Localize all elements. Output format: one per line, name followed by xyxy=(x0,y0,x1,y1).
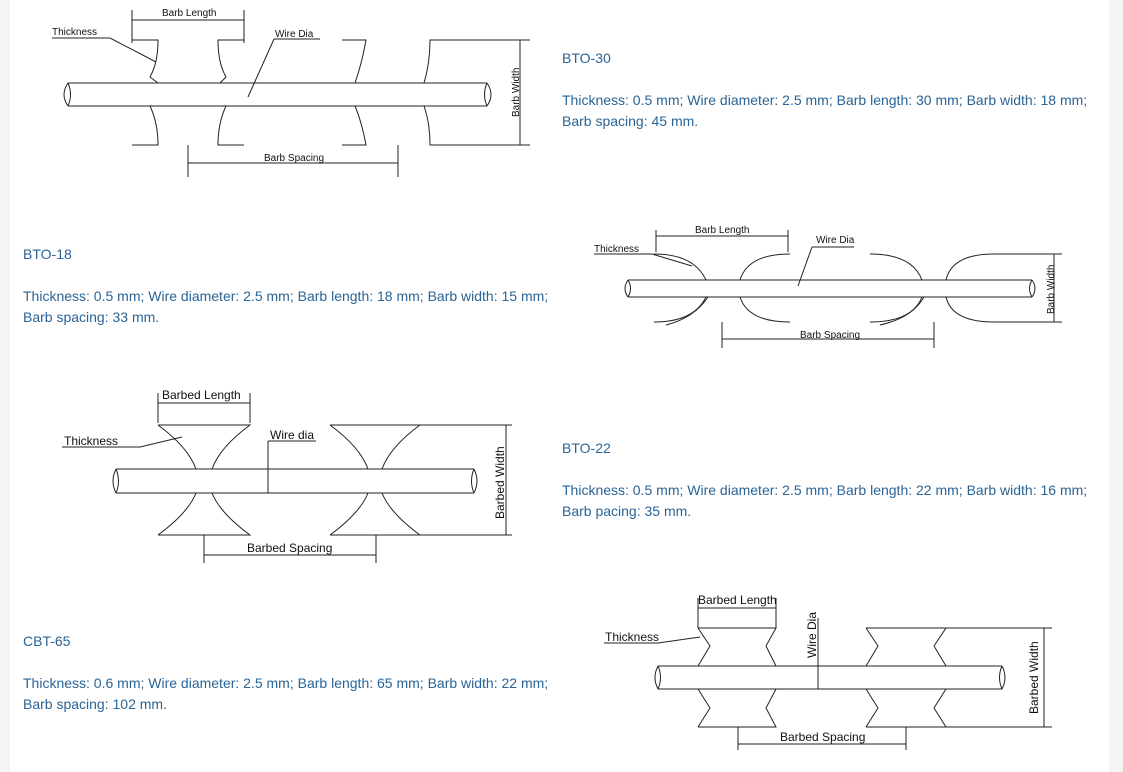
barbed-width-label: Barbed Width xyxy=(493,446,507,519)
bto-22-diagram: Barbed Length Thickness Wire dia Barbed … xyxy=(60,385,530,570)
product-code: BTO-22 xyxy=(562,440,611,456)
wire-dia-label: Wire Dia xyxy=(275,29,314,40)
product-description: Thickness: 0.5 mm; Wire diameter: 2.5 mm… xyxy=(23,288,549,325)
barbed-width-label: Barbed Width xyxy=(1027,641,1041,714)
barbed-spacing-label: Barbed Spacing xyxy=(247,541,332,555)
barbed-spacing-label: Barbed Spacing xyxy=(780,730,865,744)
thickness-label: Thickness xyxy=(594,244,639,255)
barb-spacing-label: Barb Spacing xyxy=(800,330,860,341)
product-description: Thickness: 0.5 mm; Wire diameter: 2.5 mm… xyxy=(562,482,1088,519)
product-code: BTO-18 xyxy=(23,246,72,262)
thickness-label: Thickness xyxy=(64,434,118,448)
wire-dia-label: Wire Dia xyxy=(805,612,819,658)
product-code: CBT-65 xyxy=(23,633,71,649)
barbed-length-label: Barbed Length xyxy=(162,388,241,402)
thickness-label: Thickness xyxy=(52,27,97,38)
barb-length-label: Barb Length xyxy=(162,8,217,19)
product-description: Thickness: 0.5 mm; Wire diameter: 2.5 mm… xyxy=(562,92,1088,129)
page-left-edge xyxy=(0,0,10,772)
wire-dia-label: Wire dia xyxy=(270,428,314,442)
cbt-65-diagram: Barbed Length Thickness Wire Dia Barbed … xyxy=(600,590,1060,760)
barb-length-label: Barb Length xyxy=(695,225,750,236)
cbt-65-spec: CBT-65 Thickness: 0.6 mm; Wire diameter:… xyxy=(23,631,563,715)
thickness-label: Thickness xyxy=(605,630,659,644)
product-description: Thickness: 0.6 mm; Wire diameter: 2.5 mm… xyxy=(23,675,549,712)
barb-spacing-label: Barb Spacing xyxy=(264,153,324,164)
page-right-edge xyxy=(1109,0,1123,772)
bto-30-diagram: Barb Length Thickness Wire Dia Barb Spac… xyxy=(50,5,540,185)
barbed-length-label: Barbed Length xyxy=(698,593,777,607)
bto-18-spec: BTO-18 Thickness: 0.5 mm; Wire diameter:… xyxy=(23,244,563,328)
bto-18-diagram: Barb Length Thickness Wire Dia Barb Spac… xyxy=(590,222,1070,352)
barb-width-label: Barb Width xyxy=(1046,265,1057,314)
barb-width-label: Barb Width xyxy=(511,68,522,117)
wire-dia-label: Wire Dia xyxy=(816,235,855,246)
bto-30-spec: BTO-30 Thickness: 0.5 mm; Wire diameter:… xyxy=(562,48,1102,132)
bto-22-spec: BTO-22 Thickness: 0.5 mm; Wire diameter:… xyxy=(562,438,1102,522)
product-code: BTO-30 xyxy=(562,50,611,66)
